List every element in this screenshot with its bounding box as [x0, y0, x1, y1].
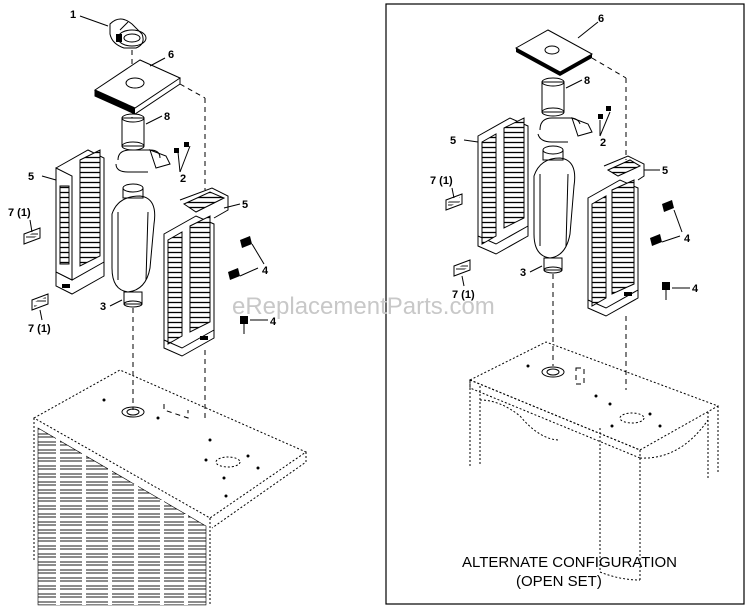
alt-label-5-left: 5 [450, 135, 456, 147]
alternate-caption-line2: (OPEN SET) [516, 573, 602, 590]
alt-label-3: 3 [520, 267, 526, 279]
label-4-a: 4 [262, 265, 269, 277]
label-5-right: 5 [242, 199, 248, 211]
part-5-panel-right [163, 187, 229, 357]
alt-part-8-tube [541, 77, 565, 117]
alt-part-5-panel-right [587, 155, 645, 317]
part-6-plate [93, 59, 182, 115]
label-7-b: 7 (1) [28, 323, 51, 335]
alt-part-5-panel-left [477, 117, 529, 255]
alt-label-7-b: 7 (1) [452, 289, 475, 301]
part-3-muffler [111, 183, 156, 308]
label-5-left: 5 [28, 171, 34, 183]
alternate-caption-line1: ALTERNATE CONFIGURATION [462, 554, 677, 571]
alt-part-2-u-clamp [537, 106, 611, 143]
label-3: 3 [100, 301, 106, 313]
part-5-panel-left [55, 149, 105, 295]
label-6: 6 [168, 49, 174, 61]
alt-label-4-a: 4 [684, 233, 691, 245]
label-8: 8 [164, 111, 170, 123]
part-1-clamp [109, 18, 147, 49]
alt-part-3-muffler [533, 145, 576, 274]
alt-label-6: 6 [598, 13, 604, 25]
alternate-configuration-box: 6 8 2 [385, 3, 745, 605]
label-4-b: 4 [270, 316, 277, 328]
watermark: eReplacementParts.com [232, 293, 495, 320]
alt-part-4-bolts [650, 200, 674, 300]
label-2: 2 [180, 173, 186, 185]
part-7-decals [23, 227, 49, 311]
alt-label-5-right: 5 [662, 165, 668, 177]
part-8-tube [121, 113, 145, 151]
alt-enclosure-open-set [468, 341, 720, 581]
alt-part-6-plate [514, 29, 594, 76]
part-4-bolts [228, 236, 252, 334]
alt-label-2: 2 [600, 137, 606, 149]
enclosure-main [32, 369, 308, 606]
alt-label-4-b: 4 [692, 283, 699, 295]
label-7-a: 7 (1) [8, 207, 31, 219]
alt-label-8: 8 [584, 75, 590, 87]
label-1: 1 [70, 9, 76, 21]
alt-label-7-a: 7 (1) [430, 175, 453, 187]
alt-part-7-decals [445, 193, 471, 277]
part-2-u-clamp [115, 142, 189, 173]
main-configuration: 1 6 8 [8, 9, 308, 606]
